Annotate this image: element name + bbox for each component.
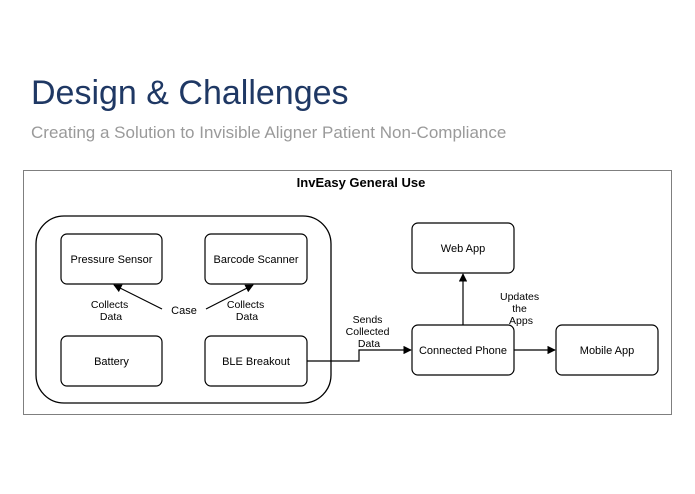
node-ble-breakout-label: BLE Breakout — [222, 356, 290, 368]
slide-subtitle: Creating a Solution to Invisible Aligner… — [31, 123, 507, 142]
case-label: Case — [171, 305, 197, 317]
node-battery-label: Battery — [94, 356, 129, 368]
edge-label-collects-data-left: Collects Data — [91, 299, 131, 323]
edge-case-to-barcode-scanner — [205, 284, 254, 310]
edge-label-sends-collected-data: Sends Collected Data — [346, 314, 393, 350]
node-mobile-app: Mobile App — [555, 324, 659, 376]
edge-label-updates-line3: Apps — [509, 315, 533, 327]
node-pressure-sensor: Pressure Sensor — [60, 233, 163, 285]
node-web-app: Web App — [411, 222, 515, 274]
slide-title: Design & Challenges — [31, 74, 349, 112]
edge-label-updates-line1: Updates — [500, 291, 539, 303]
edge-label-collects-data-right: Collects Data — [227, 299, 267, 323]
edge-label-updates-the-apps: Updates the Apps — [500, 291, 542, 327]
edge-label-collects-data-left-line2: Data — [100, 311, 122, 323]
node-barcode-scanner-label: Barcode Scanner — [214, 254, 299, 266]
edge-label-collects-data-right-line2: Data — [236, 311, 258, 323]
node-barcode-scanner: Barcode Scanner — [204, 233, 308, 285]
node-connected-phone: Connected Phone — [411, 324, 515, 376]
edge-label-sends-line2: Collected — [346, 326, 390, 338]
diagram-heading: InvEasy General Use — [297, 175, 426, 190]
edge-label-updates-line2: the — [512, 303, 527, 315]
edge-label-collects-data-right-line1: Collects — [227, 299, 264, 311]
edge-label-collects-data-left-line1: Collects — [91, 299, 128, 311]
node-battery: Battery — [60, 335, 163, 387]
node-connected-phone-label: Connected Phone — [419, 345, 507, 357]
node-ble-breakout: BLE Breakout — [204, 335, 308, 387]
node-mobile-app-label: Mobile App — [580, 345, 634, 357]
node-web-app-label: Web App — [441, 243, 485, 255]
edge-ble-to-connected-phone — [307, 345, 412, 362]
edge-label-sends-line3: Data — [358, 338, 380, 350]
edge-case-to-pressure-sensor — [113, 284, 163, 310]
edge-label-sends-line1: Sends — [353, 314, 383, 326]
node-pressure-sensor-label: Pressure Sensor — [71, 254, 153, 266]
